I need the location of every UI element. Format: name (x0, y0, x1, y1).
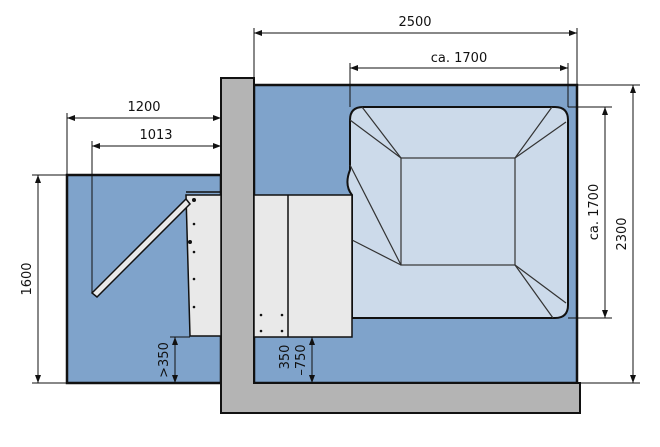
label-pool-height: ca. 1700 (587, 184, 602, 240)
label-clearance-b: –750 (294, 344, 309, 375)
label-total-width: 2500 (398, 15, 431, 30)
label-right-room-height: 2300 (615, 217, 630, 250)
machine-right (253, 194, 353, 338)
label-lid-reach: 1013 (139, 128, 172, 143)
pool (346, 106, 569, 319)
label-clearance-a: 350 (278, 345, 293, 370)
pool-floor (400, 157, 516, 266)
open-lid (90, 191, 221, 299)
label-min-clearance: >350 (157, 342, 172, 378)
label-left-room-width: 1200 (127, 100, 160, 115)
label-left-room-height: 1600 (20, 262, 35, 295)
label-pool-width: ca. 1700 (431, 51, 487, 66)
machine-left (185, 194, 222, 337)
